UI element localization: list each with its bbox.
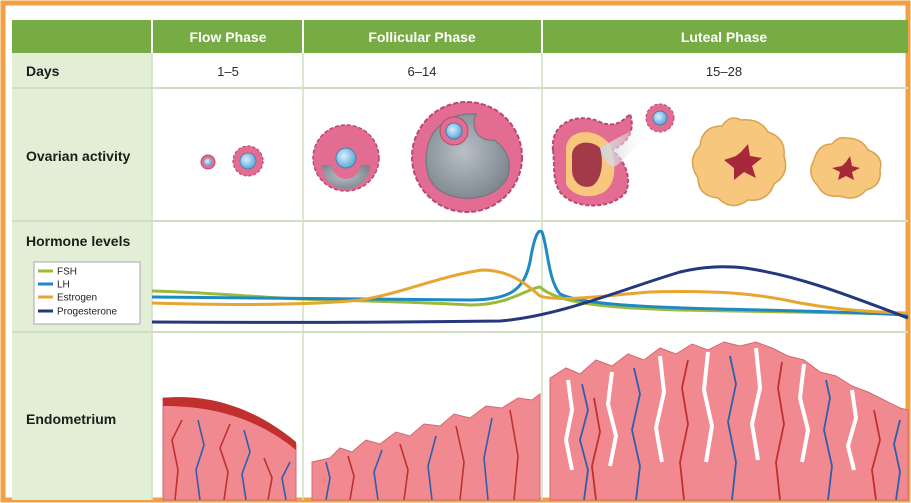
days-follicular: 6–14 bbox=[408, 64, 437, 79]
secondary-follicle-illustration bbox=[313, 125, 379, 191]
primordial-follicle-illustration bbox=[201, 155, 215, 169]
legend-label-fsh: FSH bbox=[57, 267, 77, 278]
primary-follicle-illustration bbox=[233, 146, 263, 176]
row-label-days: Days bbox=[26, 63, 60, 79]
mature-follicle-illustration bbox=[412, 102, 522, 212]
legend-label-estrogen: Estrogen bbox=[57, 293, 97, 304]
days-luteal: 15–28 bbox=[706, 64, 742, 79]
legend-label-lh: LH bbox=[57, 280, 70, 291]
hormone-legend: FSH LH Estrogen Progesterone bbox=[34, 262, 140, 324]
header-follicular-phase: Follicular Phase bbox=[368, 29, 476, 45]
row-label-ovarian-activity: Ovarian activity bbox=[26, 148, 130, 164]
legend-label-progesterone: Progesterone bbox=[57, 307, 117, 318]
row-label-endometrium: Endometrium bbox=[26, 411, 116, 427]
header-flow-phase: Flow Phase bbox=[189, 29, 266, 45]
header-luteal-phase: Luteal Phase bbox=[681, 29, 768, 45]
row-label-hormone-levels: Hormone levels bbox=[26, 233, 130, 249]
days-flow: 1–5 bbox=[217, 64, 239, 79]
